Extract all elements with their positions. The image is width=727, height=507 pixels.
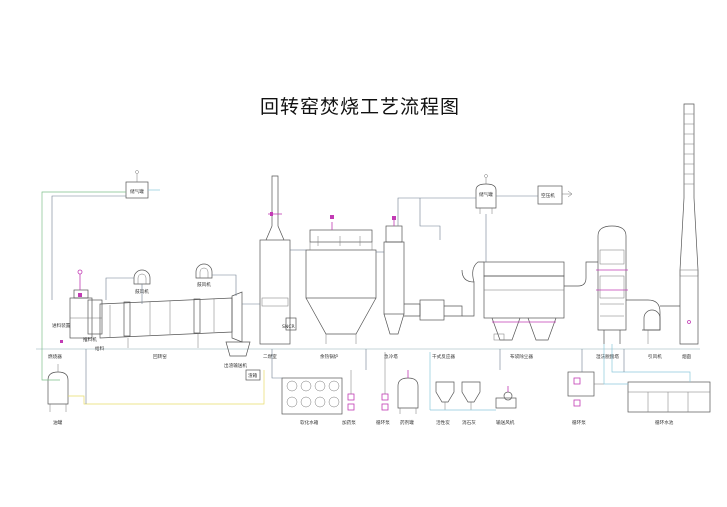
id-fan-label: 引风机 (648, 353, 662, 360)
quench-label: 急冷塔 (384, 353, 398, 360)
gas-tank-label: 储气罐 (479, 191, 493, 198)
hopper-2 (461, 381, 481, 410)
feeder-label: 进料装置 (52, 322, 71, 329)
bag-filter (461, 261, 587, 341)
dust-tanks-label: 软化水箱 (300, 419, 319, 426)
feeder-small-label: 给料 (95, 345, 105, 352)
wet-scrubber-label: 湿法脱酸塔 (596, 353, 619, 360)
quench-tower (383, 216, 421, 335)
slag-conveyor-label: 出渣输送机 (224, 362, 247, 369)
gas-tank (475, 174, 497, 214)
sncr-pump-label: 循环泵 (376, 419, 390, 426)
kiln-label: 回转窑 (153, 353, 167, 360)
bag-filter-label: 布袋除尘器 (510, 353, 533, 360)
feeder-unit (60, 269, 103, 343)
slag-box-label: 渣箱 (248, 372, 258, 379)
hopper-2-label: 消石灰 (462, 419, 476, 426)
fan-2-label: 鼓风机 (197, 281, 211, 288)
reagent-tank (397, 370, 419, 414)
sncr-label: SNCR (282, 324, 296, 330)
fan-2 (195, 263, 213, 279)
air-compressor-label: 空压机 (541, 192, 555, 199)
diagram-title: 回转窑焚烧工艺流程图 (259, 96, 460, 118)
fan-1 (133, 269, 151, 285)
dry-reactor-label: 干式反应器 (432, 353, 455, 360)
wet-scrubber (585, 225, 628, 344)
air-line-1 (41, 191, 126, 381)
screw-feeder-label: 输送风机 (496, 419, 515, 426)
quench-pump (347, 370, 355, 411)
chimney-label: 烟囱 (682, 353, 692, 360)
kiln-feed-duct (105, 277, 134, 300)
scrubber-water-line (603, 344, 628, 385)
pump-station-label: 循环泵 (572, 419, 586, 426)
id-fan (626, 299, 661, 344)
burner-front-label: 燃烧器 (48, 353, 62, 360)
softened-water-tanks (281, 377, 343, 415)
oil-tank-label: 油罐 (53, 419, 63, 426)
gas-line-top (51, 195, 126, 300)
pump-station (567, 371, 604, 407)
pool-return-line (611, 344, 691, 382)
fuel-line-left (68, 370, 265, 405)
feeder-push-label: 推料机 (83, 336, 97, 343)
reagent-pump (381, 352, 389, 411)
slag-conveyor (225, 341, 261, 381)
chimney (660, 103, 699, 345)
dry-reactor (419, 299, 463, 321)
water-pool (627, 381, 711, 413)
reagent-tank-label: 药剂罐 (400, 419, 414, 426)
secondary-chamber (259, 175, 297, 345)
air-branch-line (419, 198, 441, 240)
screw-feeder (495, 386, 517, 409)
fan-2-duct (212, 274, 237, 296)
air-distribution-line (397, 197, 476, 226)
secondary-chamber-label: 二燃室 (263, 353, 277, 360)
water-pool-label: 循环水池 (655, 419, 674, 426)
hopper-1-label: 活性炭 (436, 419, 450, 426)
connector-b (271, 349, 282, 379)
air-compressor (537, 185, 573, 205)
rotary-kiln (99, 291, 243, 348)
oil-tank (47, 364, 69, 412)
hopper-1 (435, 381, 455, 410)
waste-boiler-label: 余热锅炉 (320, 353, 339, 360)
quench-pump-label: 加药泵 (342, 419, 356, 426)
waste-boiler (305, 215, 377, 344)
top-tank-label: 储气罐 (130, 188, 144, 195)
